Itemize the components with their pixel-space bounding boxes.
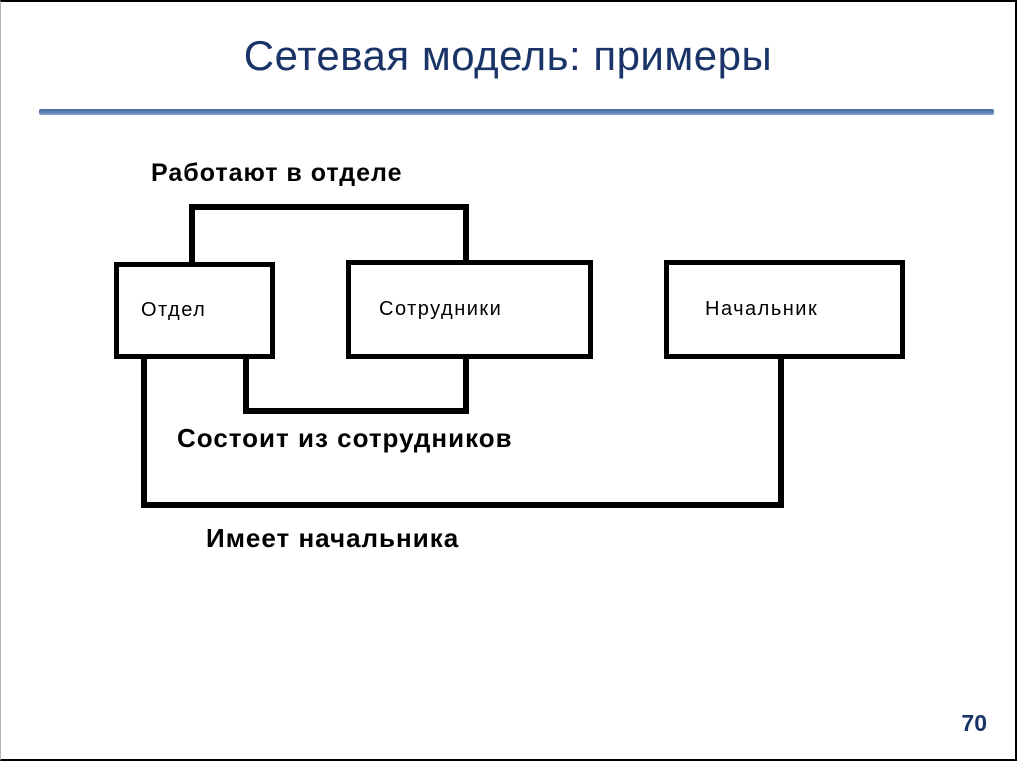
page-title: Сетевая модель: примеры [243, 32, 773, 79]
connector-works-in-top-segment [189, 204, 469, 210]
connector-works-in-left-segment [189, 204, 195, 264]
page-number: 70 [961, 710, 987, 736]
entity-label-manager: Начальник [705, 298, 819, 320]
connector-has-manager-right-segment [778, 357, 784, 508]
entity-box-employees: Сотрудники [346, 260, 593, 359]
connector-consists-of-bottom-segment [243, 408, 469, 414]
entity-label-employees: Сотрудники [379, 298, 503, 320]
entity-box-manager: Начальник [664, 260, 905, 359]
connector-consists-of-right-segment [463, 357, 469, 414]
entity-box-department: Отдел [114, 262, 275, 359]
relationship-label-works-in-department: Работают в отделе [151, 159, 403, 187]
relationship-label-has-manager: Имеет начальника [206, 523, 460, 553]
connector-consists-of-left-segment [243, 357, 249, 414]
title-separator-rule [39, 109, 994, 115]
connector-works-in-right-segment [463, 204, 469, 262]
connector-has-manager-bottom-segment [141, 502, 784, 508]
entity-label-department: Отдел [141, 299, 207, 321]
connector-has-manager-left-segment [141, 357, 147, 508]
relationship-label-consists-of-employees: Состоит из сотрудников [177, 423, 513, 453]
